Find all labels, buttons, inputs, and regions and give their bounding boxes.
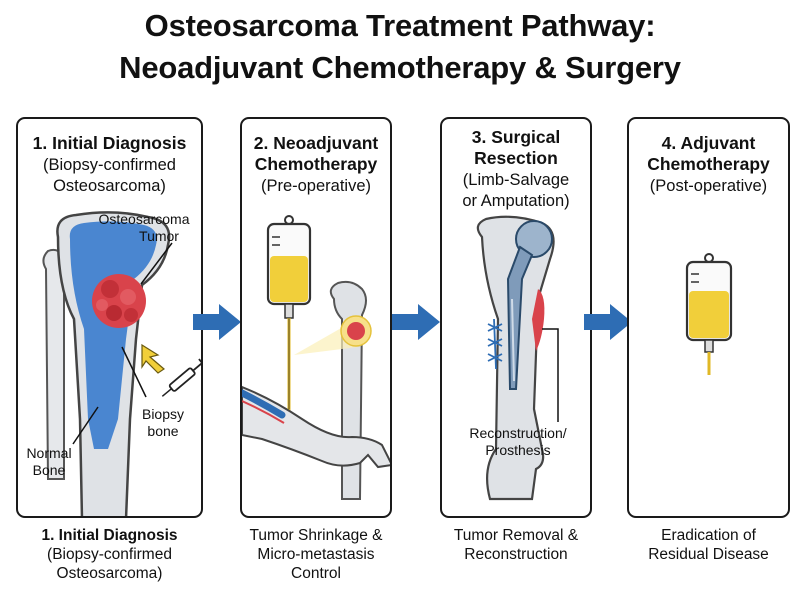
panel-3-subtitle-1: (Limb-Salvage — [462, 171, 570, 189]
syringe-icon — [161, 358, 201, 397]
panel-2-subtitle-1: (Pre-operative) — [260, 177, 372, 195]
panel-1-title: 1. Initial Diagnosis — [32, 133, 187, 153]
bone-icon — [294, 280, 372, 500]
chemo-illustration-1 — [242, 215, 390, 500]
panel-neoadjuvant-chemotherapy: 2. Neoadjuvant Chemotherapy (Pre-operati… — [240, 117, 392, 518]
panel-adjuvant-chemotherapy: 4. Adjuvant Chemotherapy (Post-operative… — [627, 117, 790, 518]
panel-3-title-2: Resection — [474, 148, 558, 168]
prosthesis-leader-line — [542, 328, 559, 422]
bone-illustration-1 — [42, 211, 201, 516]
panel-2-title-1: 2. Neoadjuvant — [253, 133, 379, 153]
normal-bone-label: Normal Bone — [26, 445, 72, 478]
panel-initial-diagnosis: 1. Initial Diagnosis (Biopsy-confirmed O… — [16, 117, 203, 518]
prosthesis-icon — [506, 220, 553, 390]
flow-arrow-icon — [193, 304, 241, 340]
iv-bag-icon — [266, 215, 312, 427]
caption-2: Tumor Shrinkage & Micro-metastasis Contr… — [249, 527, 383, 582]
biopsy-arrow-icon — [141, 343, 165, 374]
panel-3-title-1: 3. Surgical — [471, 127, 561, 147]
panel-surgical-resection: 3. Surgical Resection (Limb-Salvage or A… — [440, 117, 592, 518]
iv-bag-icon — [685, 253, 733, 375]
panel-2-title-2: Chemotherapy — [254, 154, 378, 174]
normal-bone-leader-line — [72, 406, 99, 445]
arm-icon — [242, 385, 390, 469]
suture-icon — [487, 318, 503, 370]
panel-4-title-1: 4. Adjuvant — [661, 133, 756, 153]
tumor-label: Osteosarcoma Tumor — [98, 211, 190, 244]
biopsy-leader-line — [121, 346, 147, 398]
tumor-icon — [92, 274, 146, 328]
panel-1-subtitle-2: Osteosarcoma) — [53, 177, 166, 195]
chemo-illustration-2 — [685, 253, 733, 375]
page-title-line-2: Neoadjuvant Chemotherapy & Surgery — [119, 50, 681, 85]
marrow-region — [69, 221, 157, 449]
panel-1-subtitle-1: (Biopsy-confirmed — [43, 156, 176, 174]
tumor-leader-line — [140, 242, 173, 285]
biopsy-label: Biopsy bone — [141, 406, 185, 439]
surgery-illustration — [476, 215, 559, 501]
page-title-line-1: Osteosarcoma Treatment Pathway: — [144, 8, 656, 43]
panel-3-subtitle-2: or Amputation) — [462, 192, 570, 210]
caption-4: Eradication of Residual Disease — [648, 527, 769, 563]
flow-arrow-icon — [392, 304, 440, 340]
panel-4-title-2: Chemotherapy — [647, 154, 770, 174]
panel-4-subtitle-1: (Post-operative) — [649, 177, 768, 195]
caption-1: 1. Initial Diagnosis (Biopsy-confirmed O… — [41, 527, 178, 582]
flow-arrow-icon — [584, 304, 632, 340]
prosthesis-label: Reconstruction/ Prosthesis — [469, 425, 567, 458]
caption-3: Tumor Removal & Reconstruction — [453, 527, 579, 563]
